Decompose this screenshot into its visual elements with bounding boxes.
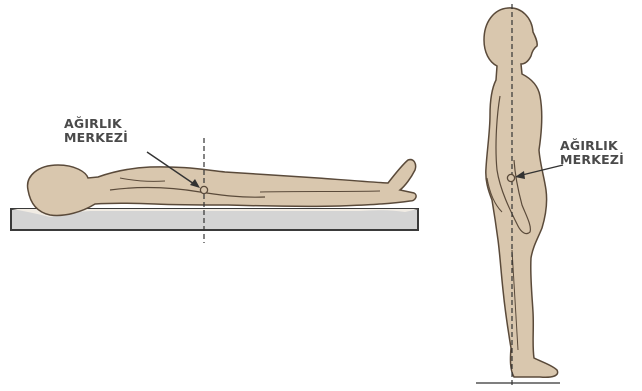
lying-center-of-gravity-label: AĞIRLIK MERKEZİ <box>64 117 128 145</box>
lying-center-of-gravity-marker <box>200 186 207 193</box>
standing-label-line1: AĞIRLIK <box>560 139 624 153</box>
standing-body <box>484 8 558 377</box>
lying-label-line1: AĞIRLIK <box>64 117 128 131</box>
standing-label-line2: MERKEZİ <box>560 153 624 167</box>
lying-body <box>28 160 417 216</box>
lying-label-line2: MERKEZİ <box>64 131 128 145</box>
lying-figure-group <box>11 138 418 243</box>
standing-center-of-gravity-label: AĞIRLIK MERKEZİ <box>560 139 624 167</box>
standing-center-of-gravity-marker <box>507 174 514 181</box>
standing-figure-group <box>476 4 563 386</box>
